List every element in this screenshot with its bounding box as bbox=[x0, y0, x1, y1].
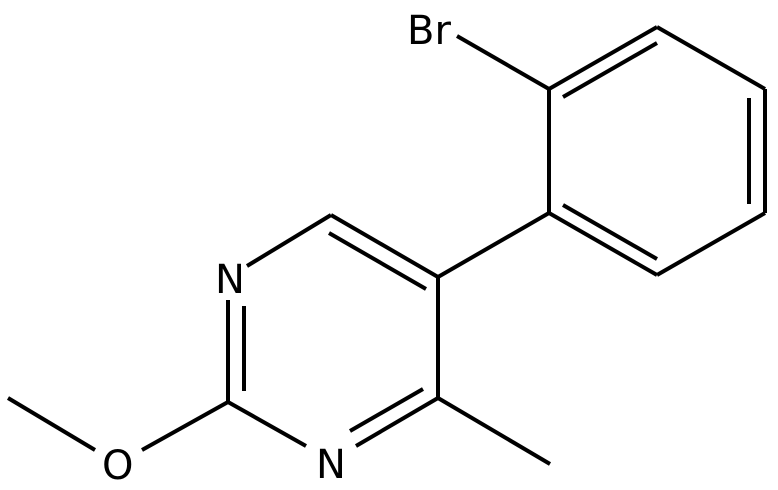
oxygen-label: O bbox=[102, 443, 133, 489]
bromine-label: Br bbox=[407, 8, 451, 54]
bond-ar2-ar3-inner bbox=[562, 41, 658, 99]
bond-c5-aryl bbox=[437, 211, 550, 279]
nitrogen-label-lower: N bbox=[316, 442, 346, 488]
bond-n1-c6 bbox=[245, 213, 333, 268]
bond-ar2-br bbox=[456, 34, 550, 91]
atom-labels: Br N N O bbox=[102, 8, 451, 489]
nitrogen-label-upper: N bbox=[215, 257, 245, 303]
bond-c6-c5-inner bbox=[328, 231, 427, 291]
bond-o-methyl bbox=[6, 396, 97, 452]
bond-ar6-ar1 bbox=[548, 211, 658, 277]
bond-c6-c5 bbox=[329, 213, 440, 279]
bond-c2-o bbox=[141, 400, 229, 452]
bond-ar3-ar4 bbox=[656, 25, 766, 91]
substituent-bonds bbox=[6, 211, 552, 466]
bond-c4-n3-inner bbox=[349, 387, 424, 433]
bond-ar2-ar3 bbox=[548, 25, 658, 91]
pyrimidine-ring-bonds bbox=[226, 213, 440, 448]
bond-c4-methyl bbox=[436, 396, 552, 466]
bond-n3-c2 bbox=[227, 400, 307, 448]
bond-ar6-ar1-inner bbox=[562, 203, 658, 261]
bond-ar5-ar6 bbox=[656, 211, 766, 277]
phenyl-ring-bonds bbox=[456, 25, 767, 277]
bond-c4-n3 bbox=[354, 396, 440, 448]
